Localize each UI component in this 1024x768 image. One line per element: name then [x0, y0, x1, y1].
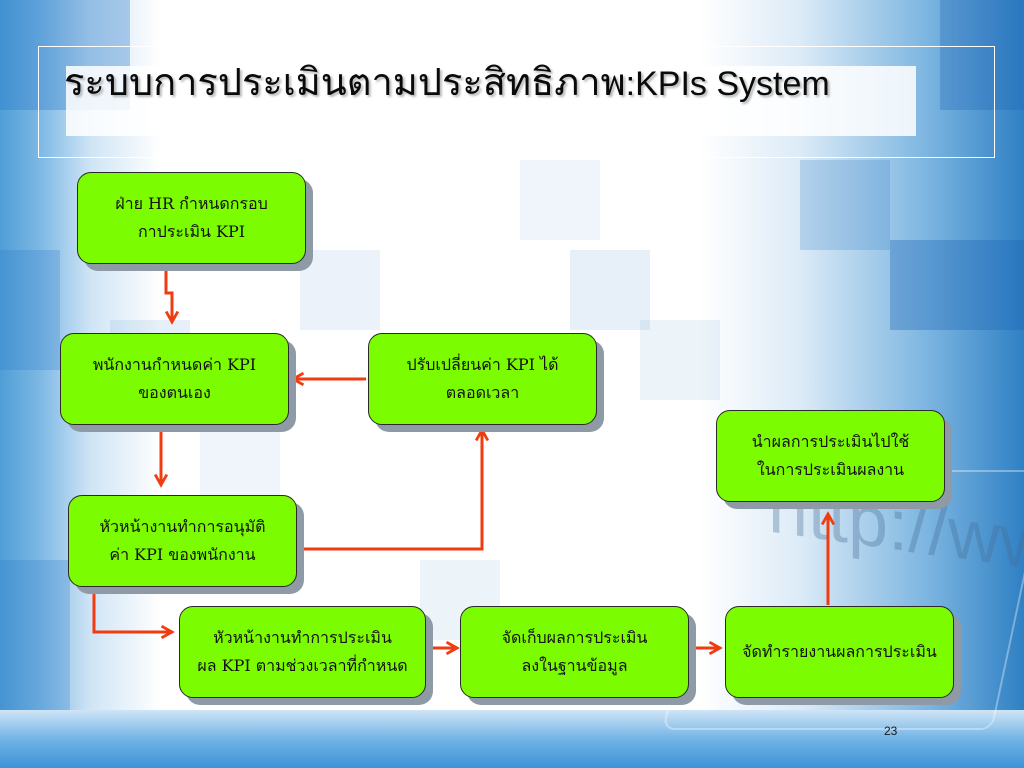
title-band: [66, 66, 916, 136]
page-number: 23: [884, 724, 898, 738]
node-supervisor-evaluate: หัวหน้างานทำการประเมิน ผล KPI ตามช่วงเวล…: [179, 606, 426, 698]
node-employee-set-kpi: พนักงานกำหนดค่า KPI ของตนเอง: [60, 333, 289, 425]
node-supervisor-approve: หัวหน้างานทำการอนุมัติ ค่า KPI ของพนักงา…: [68, 495, 297, 587]
arrow-approve-to-evaluate: [92, 590, 172, 632]
arrow-hr-to-employee: [164, 264, 172, 322]
node-make-report: จัดทำรายงานผลการประเมิน: [725, 606, 954, 698]
title-frame: [38, 46, 995, 158]
node-hr-define-framework: ฝ่าย HR กำหนดกรอบ กาประเมิน KPI: [77, 172, 306, 264]
node-store-results: จัดเก็บผลการประเมิน ลงในฐานข้อมูล: [460, 606, 689, 698]
node-adjust-kpi: ปรับเปลี่ยนค่า KPI ได้ ตลอดเวลา: [368, 333, 597, 425]
page-title: ระบบการประเมินตามประสิทธิภาพ:KPIs System: [64, 60, 830, 106]
page-title-thai: ระบบการประเมินตามประสิทธิภาพ: [64, 60, 626, 104]
node-use-results: นำผลการประเมินไปใช้ ในการประเมินผลงาน: [716, 410, 945, 502]
page-title-english: :KPIs System: [625, 65, 830, 103]
arrow-approve-to-adjust: [298, 430, 482, 551]
